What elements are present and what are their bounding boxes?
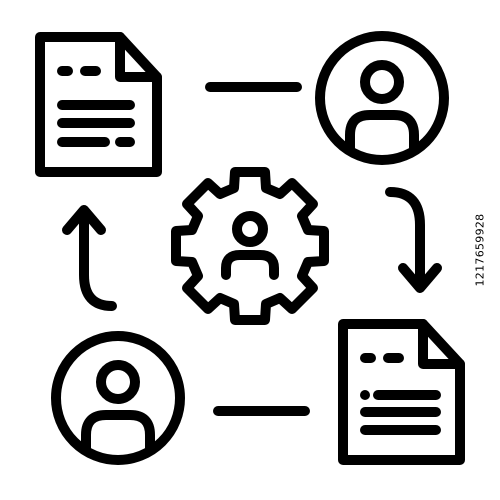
user-body xyxy=(81,410,155,455)
watermark-id: 1217659928 xyxy=(473,213,487,287)
arrow-shaft xyxy=(385,187,425,290)
arrow-shaft xyxy=(79,208,117,311)
gear-user-icon xyxy=(171,167,329,325)
document-outline xyxy=(338,319,465,465)
arrow-head xyxy=(62,205,106,235)
arrow-up-icon xyxy=(62,205,117,311)
document-fold xyxy=(418,319,465,369)
user-icon-bottom-left xyxy=(51,331,185,465)
user-head xyxy=(96,360,140,404)
gear-user-body xyxy=(221,250,279,280)
document-fold xyxy=(115,32,162,82)
document-outline xyxy=(35,32,162,177)
user-head xyxy=(360,60,404,104)
gear-user-head xyxy=(232,211,268,247)
user-circle xyxy=(51,331,185,465)
document-icon-bottom-right xyxy=(338,319,465,465)
user-icon-top-right xyxy=(315,31,449,165)
document-icon-top-left xyxy=(35,32,162,177)
gear-outline xyxy=(171,167,329,325)
arrow-down-icon xyxy=(385,187,442,293)
user-circle xyxy=(315,31,449,165)
arrow-head xyxy=(398,263,442,293)
user-body xyxy=(345,110,419,155)
